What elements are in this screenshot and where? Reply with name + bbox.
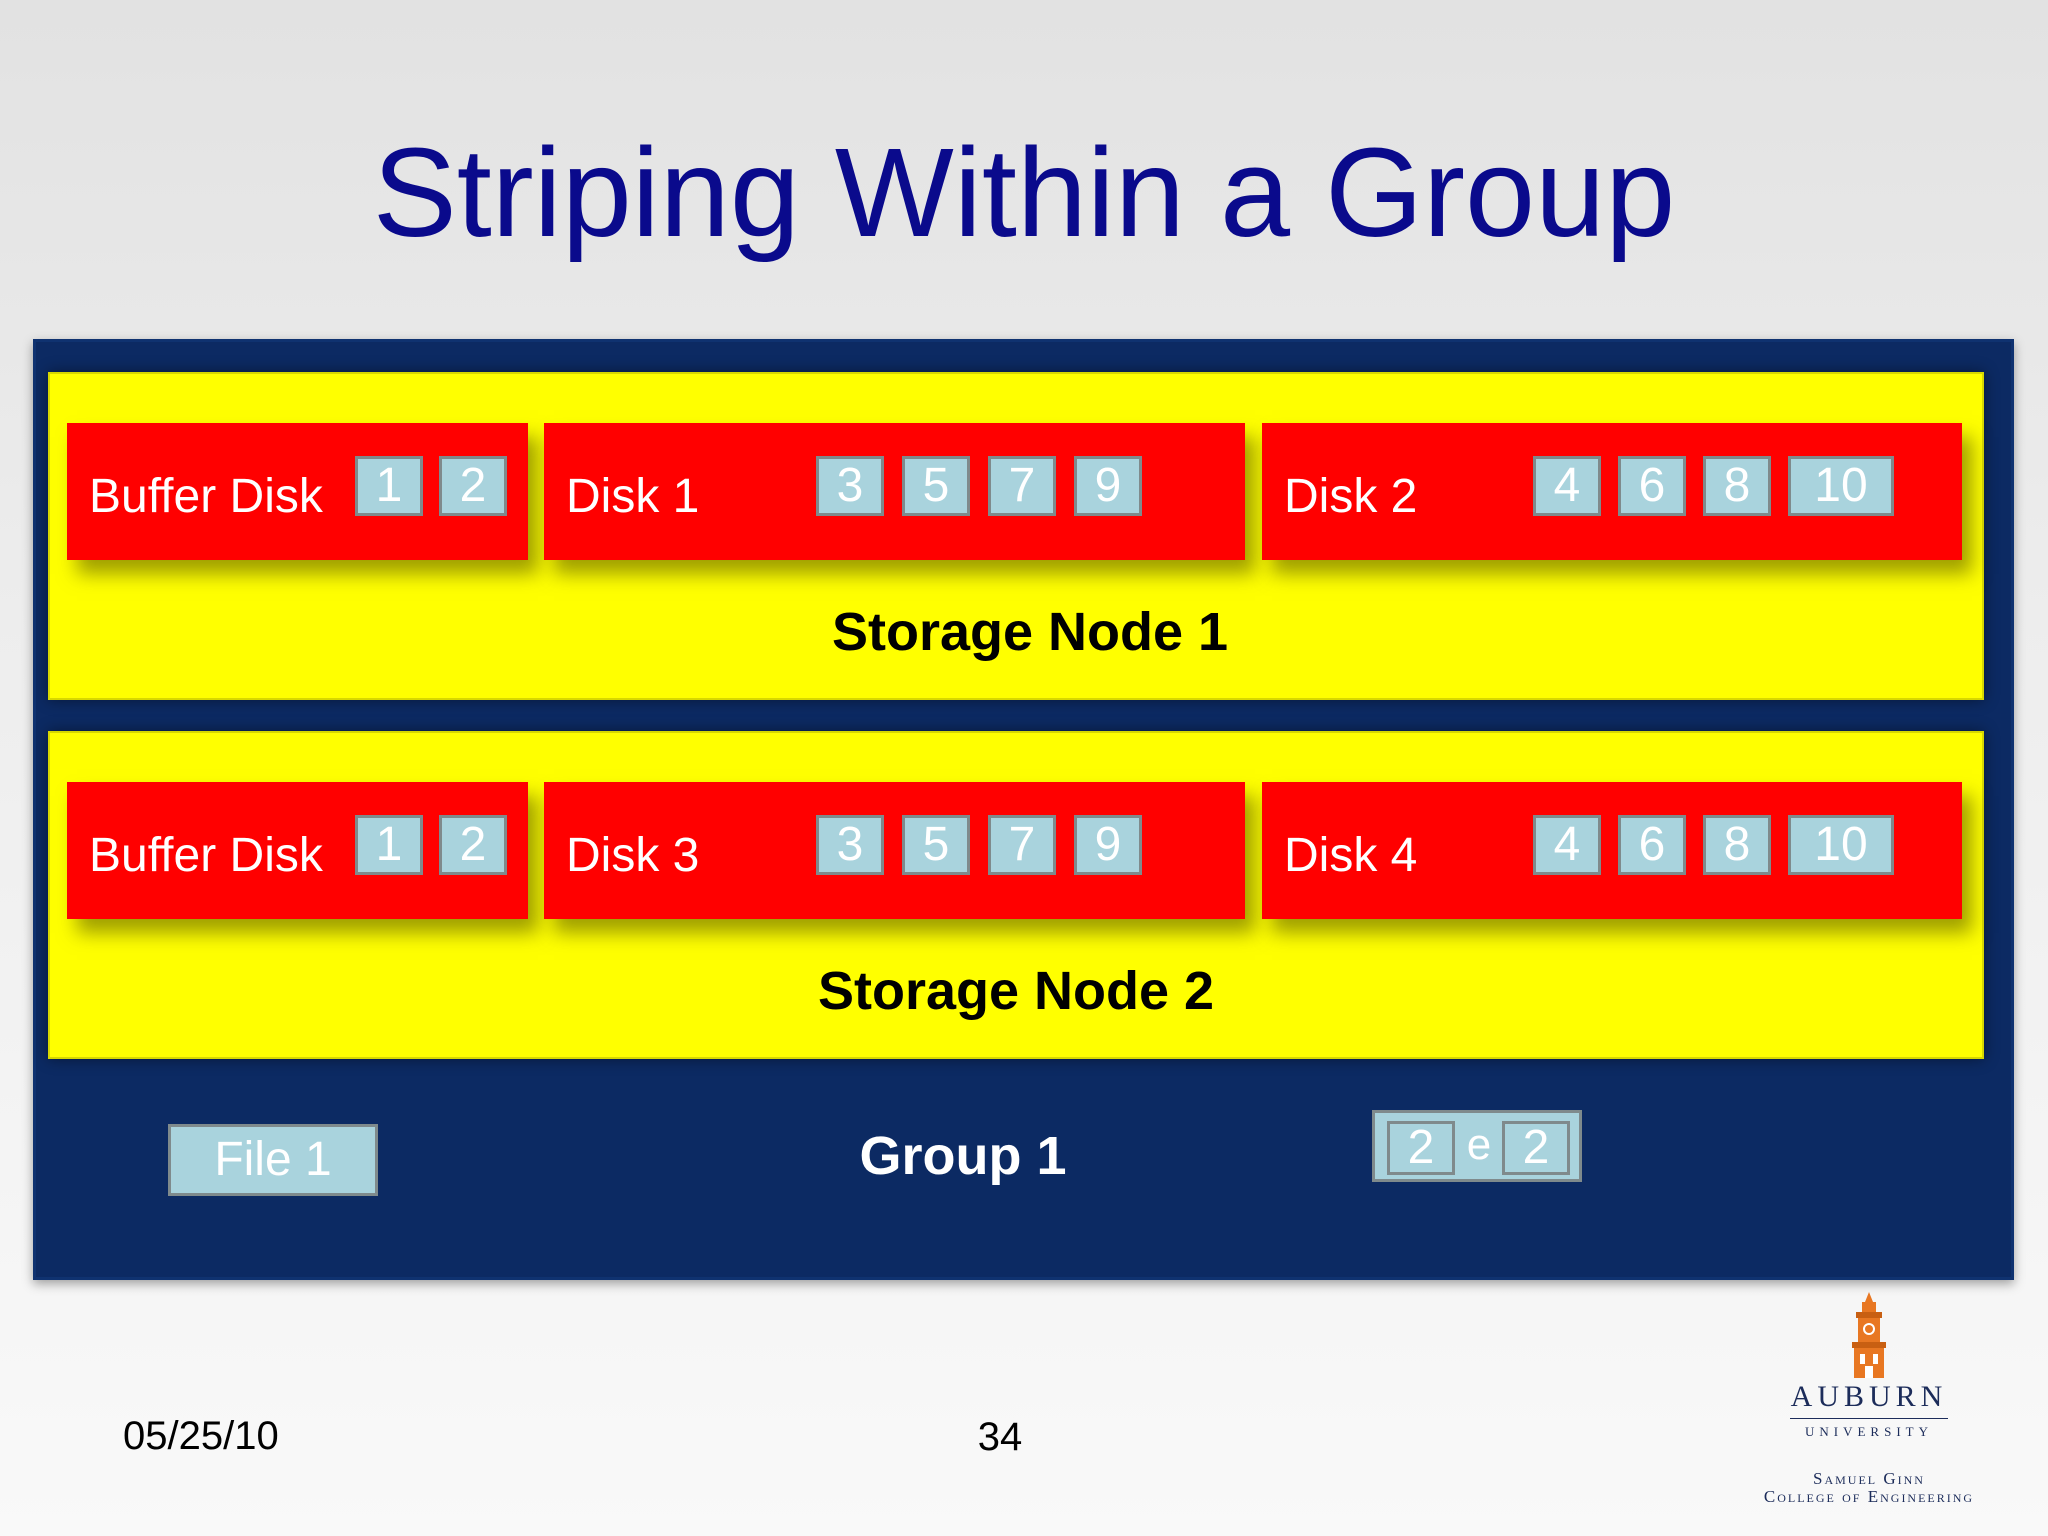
- buffer-disk-node-2: Buffer Disk 1 2: [67, 782, 528, 919]
- block: 7: [988, 815, 1056, 875]
- page-number: 34: [977, 1415, 1023, 1459]
- storage-node-1: Buffer Disk 1 2 Disk 1 3 5 7 9 Disk 2 4 …: [48, 372, 1984, 700]
- logo-college-line-2: College of Engineering: [1763, 1487, 1975, 1506]
- stripe-left-block: 2: [1387, 1121, 1455, 1175]
- footer-date: 05/25/10: [123, 1414, 279, 1458]
- logo-college-line-1: Samuel Ginn: [1813, 1469, 1925, 1488]
- block: 9: [1074, 815, 1142, 875]
- block: 1: [355, 815, 423, 875]
- storage-node-label: Storage Node 2: [817, 961, 1215, 1021]
- disk-2: Disk 2 4 6 8 10: [1262, 423, 1962, 560]
- block: 5: [902, 456, 970, 516]
- block: 6: [1618, 456, 1686, 516]
- storage-node-label: Storage Node 1: [831, 602, 1229, 662]
- disk-label: Disk 3: [566, 829, 700, 882]
- buffer-disk-node-1: Buffer Disk 1 2: [67, 423, 528, 560]
- block: 8: [1703, 456, 1771, 516]
- disk-label: Buffer Disk: [89, 470, 323, 523]
- block: 10: [1788, 456, 1894, 516]
- disk-label: Disk 2: [1284, 470, 1418, 523]
- block: 4: [1533, 815, 1601, 875]
- block: 3: [816, 815, 884, 875]
- block: 6: [1618, 815, 1686, 875]
- block: 2: [439, 456, 507, 516]
- block: 8: [1703, 815, 1771, 875]
- block: 3: [816, 456, 884, 516]
- auburn-logo: AUBURN UNIVERSITY Samuel Ginn College of…: [1728, 1292, 2010, 1512]
- block: 9: [1074, 456, 1142, 516]
- disk-label: Disk 1: [566, 470, 700, 523]
- logo-rule: [1790, 1418, 1948, 1419]
- stripe-middle-text: e: [1466, 1120, 1492, 1169]
- logo-university-text: UNIVERSITY: [1805, 1424, 1933, 1439]
- disk-label: Disk 4: [1284, 829, 1418, 882]
- block: 10: [1788, 815, 1894, 875]
- slide-title: Striping Within a Group: [372, 122, 1676, 263]
- disk-label: Buffer Disk: [89, 829, 323, 882]
- disk-3: Disk 3 3 5 7 9: [544, 782, 1245, 919]
- block: 4: [1533, 456, 1601, 516]
- disk-1: Disk 1 3 5 7 9: [544, 423, 1245, 560]
- block: 2: [439, 815, 507, 875]
- block: 7: [988, 456, 1056, 516]
- block: 5: [902, 815, 970, 875]
- logo-auburn-text: AUBURN: [1790, 1380, 1948, 1413]
- group-label: Group 1: [859, 1126, 1067, 1186]
- stripe-right-block: 2: [1502, 1121, 1570, 1175]
- file-1-box: File 1: [168, 1124, 378, 1196]
- storage-node-2: Buffer Disk 1 2 Disk 3 3 5 7 9 Disk 4 4 …: [48, 731, 1984, 1059]
- group-1-container: Buffer Disk 1 2 Disk 1 3 5 7 9 Disk 2 4 …: [33, 339, 2014, 1280]
- tower-icon: [1852, 1292, 1886, 1378]
- disk-4: Disk 4 4 6 8 10: [1262, 782, 1962, 919]
- stripe-unit-box: 2 e 2: [1372, 1110, 1582, 1182]
- block: 1: [355, 456, 423, 516]
